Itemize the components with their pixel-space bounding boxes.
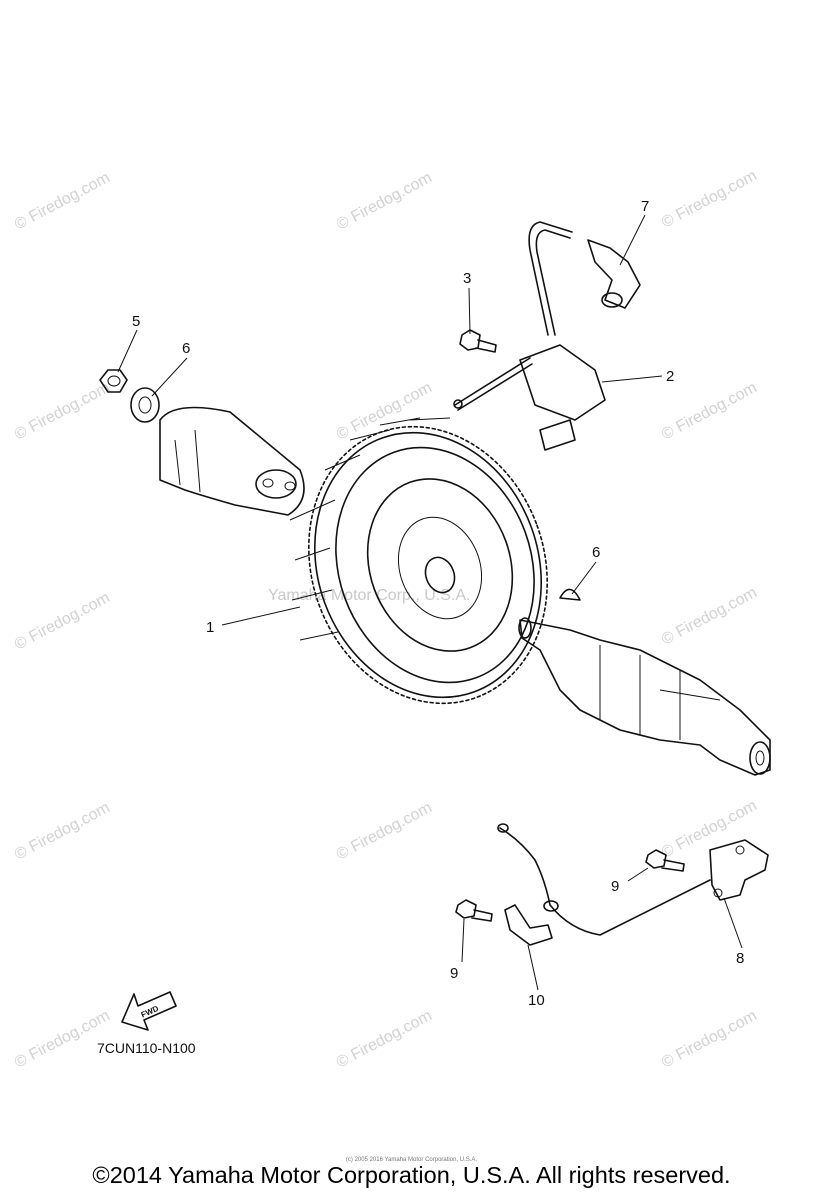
flywheel: [289, 417, 548, 705]
callout-9-upper: 9: [611, 878, 619, 895]
leader-lines: [117, 214, 743, 991]
callout-7: 7: [641, 198, 649, 215]
watermark-center: Yamaha Motor Corp., U.S.A.: [268, 587, 470, 604]
crankshaft: [518, 617, 771, 776]
callout-1: 1: [206, 619, 214, 636]
watermark: © Firedog.com: [334, 799, 435, 863]
ignition-coil: [453, 221, 606, 451]
bolt-9-upper: [645, 849, 685, 872]
watermark: © Firedog.com: [659, 584, 760, 648]
watermark: © Firedog.com: [12, 799, 113, 863]
watermark: © Firedog.com: [12, 589, 113, 653]
watermark: © Firedog.com: [659, 379, 760, 443]
bolt-3: [459, 329, 497, 353]
watermark: © Firedog.com: [334, 169, 435, 233]
callout-2: 2: [666, 368, 674, 385]
footer-copyright: ©2014 Yamaha Motor Corporation, U.S.A. A…: [92, 1162, 731, 1188]
spark-plug-cap: [587, 239, 641, 309]
clamp-bracket: [504, 904, 553, 946]
watermark-layer: © Firedog.com © Firedog.com © Firedog.co…: [12, 167, 760, 1071]
watermark: © Firedog.com: [659, 167, 760, 231]
callout-5: 6: [182, 340, 190, 357]
washer: [130, 387, 160, 423]
diagram-code: 7CUN110-N100: [97, 1040, 196, 1056]
callout-4: 5: [132, 313, 140, 330]
watermark: © Firedog.com: [334, 1007, 435, 1071]
callout-6: 6: [592, 544, 600, 561]
watermark: © Firedog.com: [334, 379, 435, 443]
watermark: © Firedog.com: [659, 1007, 760, 1071]
bolt-9-lower: [455, 899, 493, 922]
callouts: 5 6 3 7 2 6 1 9 8 9 10: [132, 198, 744, 1009]
woodruff-key: [559, 588, 581, 601]
starter-cup: [159, 406, 305, 516]
callout-10: 10: [528, 992, 545, 1009]
callout-9-lower: 9: [450, 965, 458, 982]
watermark: © Firedog.com: [12, 169, 113, 233]
pulser-coil: [497, 823, 769, 936]
footer-small-copyright: (c) 2005 2016 Yamaha Motor Corporation, …: [345, 1157, 478, 1163]
watermark: © Firedog.com: [12, 379, 113, 443]
fwd-arrow: FWD: [121, 991, 177, 1031]
callout-8: 8: [736, 950, 744, 967]
callout-3: 3: [463, 270, 471, 287]
nut: [99, 369, 128, 393]
